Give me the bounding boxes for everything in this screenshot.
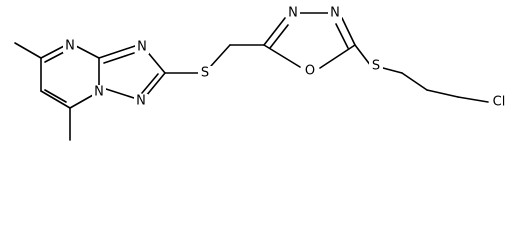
atom-n-triazole-top: N xyxy=(137,40,147,55)
bond-c2-n3 xyxy=(145,72,166,97)
bond-c7-c6 xyxy=(40,90,71,109)
bond-n3-n7a xyxy=(105,88,135,99)
bond-c5-n4 xyxy=(40,44,67,59)
bond-c7-c6-double xyxy=(44,89,67,103)
bond-n4-c3a xyxy=(75,45,100,59)
bond-c3-cl xyxy=(457,96,489,103)
atom-n-oxadiazole-left: N xyxy=(288,6,298,21)
atom-n-triazole-bottom: N xyxy=(136,94,146,109)
bond-n4-c5-oxa-double xyxy=(335,23,349,49)
bond-c5-n4-double xyxy=(44,50,67,63)
bond-c2-n3-oxa xyxy=(263,17,286,46)
bond-methyl-top xyxy=(14,42,42,59)
atom-n-oxadiazole-right: N xyxy=(330,6,340,21)
atom-n-bridge: N xyxy=(94,85,104,100)
bond-layer xyxy=(14,12,489,141)
atom-chlorine: Cl xyxy=(493,95,506,110)
atom-o-oxadiazole: O xyxy=(305,64,315,79)
atom-n-pyrimidine-top: N xyxy=(65,39,75,54)
atom-label-layer: N N N N S N N O S Cl xyxy=(63,6,509,110)
bond-s2-c1 xyxy=(382,67,403,74)
bond-o1-c2-oxa xyxy=(263,44,301,68)
bond-c2-n3-oxa-double xyxy=(269,24,289,49)
bond-c2-n3-double xyxy=(141,73,159,94)
bond-c3a-n1-double xyxy=(103,52,135,64)
bond-c5-o1-oxa xyxy=(319,44,356,69)
atom-s-linker-2: S xyxy=(372,59,380,74)
bond-s1-ch2 xyxy=(210,44,231,67)
atom-s-linker-1: S xyxy=(201,66,209,81)
bond-c1-c2-chain xyxy=(401,72,428,91)
bond-n4-c5-oxa xyxy=(341,17,356,46)
chemical-structure: N N N N S N N O S Cl xyxy=(14,5,509,141)
bond-c2-c3-chain xyxy=(426,89,459,98)
bond-n7a-c7 xyxy=(69,94,94,109)
bond-c3a-n1 xyxy=(98,45,136,59)
bond-c5-s2 xyxy=(354,44,372,67)
